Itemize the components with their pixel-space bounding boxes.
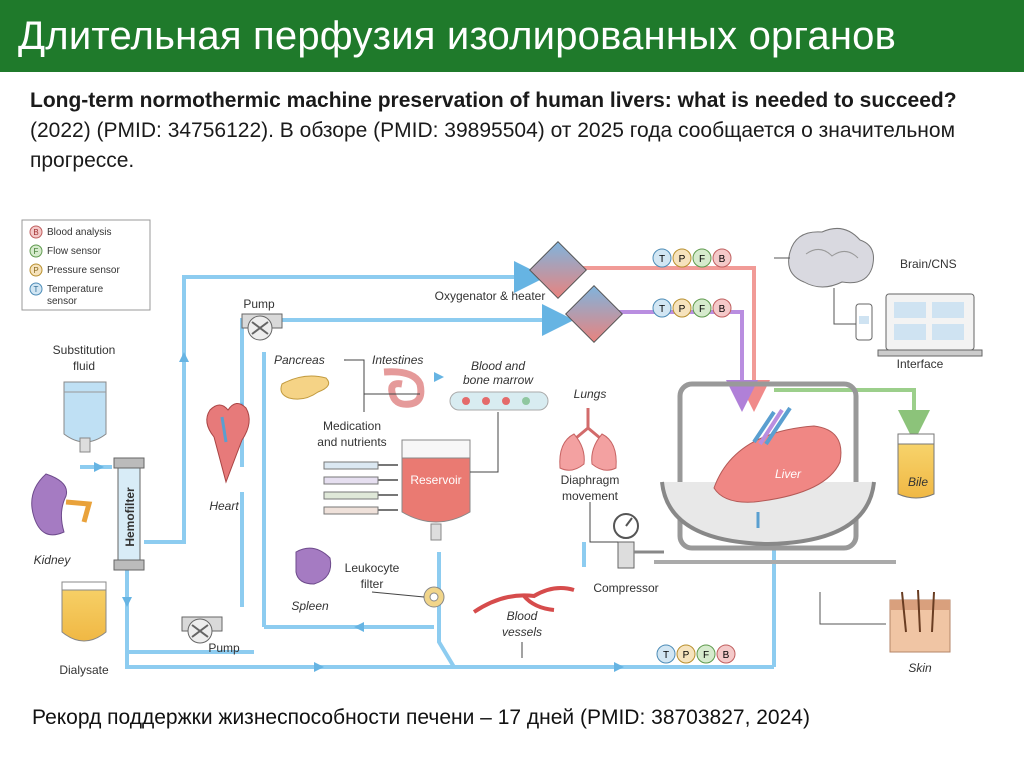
svg-text:P: P (33, 266, 38, 275)
heart: Heart (206, 403, 250, 513)
legend-item-pressure: P Pressure sensor (29, 263, 120, 277)
bile-container: Bile (897, 433, 935, 499)
skin: Skin (819, 589, 951, 675)
intestines: Intestines (372, 353, 425, 408)
spleen: Spleen (291, 547, 332, 613)
substitution-fluid-bag: Substitution fluid (53, 343, 116, 453)
svg-text:P: P (683, 650, 690, 661)
paper-title: Long-term normothermic machine preservat… (30, 89, 957, 112)
svg-text:Spleen: Spleen (291, 599, 329, 613)
oxygenator-heater: Oxygenator & heater (435, 241, 623, 343)
svg-text:filter: filter (361, 577, 384, 591)
svg-text:Interface: Interface (897, 357, 944, 371)
svg-text:Skin: Skin (908, 661, 932, 675)
sensor-badges-middle: T P F B (652, 298, 732, 318)
svg-text:Hemofilter: Hemofilter (123, 487, 137, 547)
liver-chamber: Liver (654, 381, 896, 564)
svg-text:Liver: Liver (775, 467, 802, 481)
svg-text:Bile: Bile (908, 475, 928, 489)
perfusion-diagram: B Blood analysis F Flow sensor P Pressur… (14, 212, 1000, 688)
pump-top: Pump (241, 297, 283, 341)
svg-text:Oxygenator & heater: Oxygenator & heater (435, 289, 546, 303)
svg-text:B: B (719, 304, 726, 315)
pancreas: Pancreas (274, 353, 330, 400)
svg-text:Blood: Blood (507, 609, 538, 623)
svg-text:Pump: Pump (208, 641, 240, 655)
interface-device: Interface (774, 257, 983, 371)
intro-rest: (2022) (PMID: 34756122). В обзоре (PMID:… (30, 119, 956, 172)
svg-text:F: F (699, 254, 705, 265)
svg-text:B: B (33, 228, 38, 237)
svg-text:movement: movement (562, 489, 619, 503)
svg-text:Substitution: Substitution (53, 343, 116, 357)
svg-text:Diaphragm: Diaphragm (561, 473, 620, 487)
svg-text:T: T (34, 285, 39, 294)
svg-text:T: T (659, 254, 665, 265)
svg-text:F: F (34, 247, 39, 256)
svg-text:B: B (723, 650, 730, 661)
svg-text:P: P (679, 304, 686, 315)
reservoir: Reservoir (401, 439, 471, 541)
svg-text:Leukocyte: Leukocyte (345, 561, 400, 575)
svg-text:Temperature: Temperature (47, 284, 104, 295)
svg-text:T: T (663, 650, 669, 661)
svg-text:and nutrients: and nutrients (317, 435, 386, 449)
intro-text: Long-term normothermic machine preservat… (30, 86, 990, 176)
svg-text:fluid: fluid (73, 359, 95, 373)
svg-text:sensor: sensor (47, 296, 78, 307)
svg-text:F: F (703, 650, 709, 661)
svg-text:Blood analysis: Blood analysis (47, 227, 111, 238)
svg-text:Intestines: Intestines (372, 353, 423, 367)
legend-item-blood: B Blood analysis (29, 225, 111, 239)
sensor-badges-top: T P F B (652, 248, 732, 268)
title-bar: Длительная перфузия изолированных органо… (0, 0, 1024, 72)
svg-text:Medication: Medication (323, 419, 381, 433)
svg-text:Pressure sensor: Pressure sensor (47, 265, 120, 276)
svg-text:P: P (679, 254, 686, 265)
outflow-lines (574, 266, 930, 442)
dialysate-bag: Dialysate (59, 581, 109, 677)
lungs: Lungs Diaphragm movement (559, 387, 620, 503)
svg-text:Compressor: Compressor (593, 581, 658, 595)
legend-item-temperature: T Temperature sensor (29, 282, 104, 307)
perfusion-diagram-svg: B Blood analysis F Flow sensor P Pressur… (21, 219, 983, 677)
pump-bottom: Pump (181, 616, 240, 655)
svg-text:T: T (659, 304, 665, 315)
svg-text:Reservoir: Reservoir (410, 473, 461, 487)
svg-text:B: B (719, 254, 726, 265)
svg-text:Pancreas: Pancreas (274, 353, 325, 367)
svg-text:bone marrow: bone marrow (463, 373, 534, 387)
medication: Medication and nutrients (317, 359, 398, 515)
connector-lines (346, 359, 618, 658)
legend: B Blood analysis F Flow sensor P Pressur… (21, 219, 151, 311)
slide-title: Длительная перфузия изолированных органо… (18, 13, 897, 58)
svg-text:Pump: Pump (243, 297, 275, 311)
kidney: Kidney (31, 473, 93, 567)
svg-text:Heart: Heart (209, 499, 239, 513)
svg-text:Flow sensor: Flow sensor (47, 246, 102, 257)
svg-text:vessels: vessels (502, 625, 542, 639)
blood-bone-marrow: Blood and bone marrow (449, 359, 549, 411)
sensor-badges-bottom: T P F B (656, 644, 736, 664)
svg-text:Blood and: Blood and (471, 359, 525, 373)
svg-text:Brain/CNS: Brain/CNS (900, 257, 957, 271)
svg-text:Kidney: Kidney (34, 553, 72, 567)
leukocyte-filter: Leukocyte filter (345, 561, 445, 608)
compressor: Compressor (593, 513, 664, 595)
brain: Brain/CNS (788, 227, 957, 288)
hemofilter: Hemofilter (113, 457, 145, 571)
svg-text:Lungs: Lungs (574, 387, 607, 401)
footer-note: Рекорд поддержки жизнеспособности печени… (32, 706, 810, 729)
svg-text:F: F (699, 304, 705, 315)
svg-text:Dialysate: Dialysate (59, 663, 109, 677)
legend-item-flow: F Flow sensor (29, 244, 102, 258)
blood-vessels: Blood vessels (472, 586, 575, 639)
